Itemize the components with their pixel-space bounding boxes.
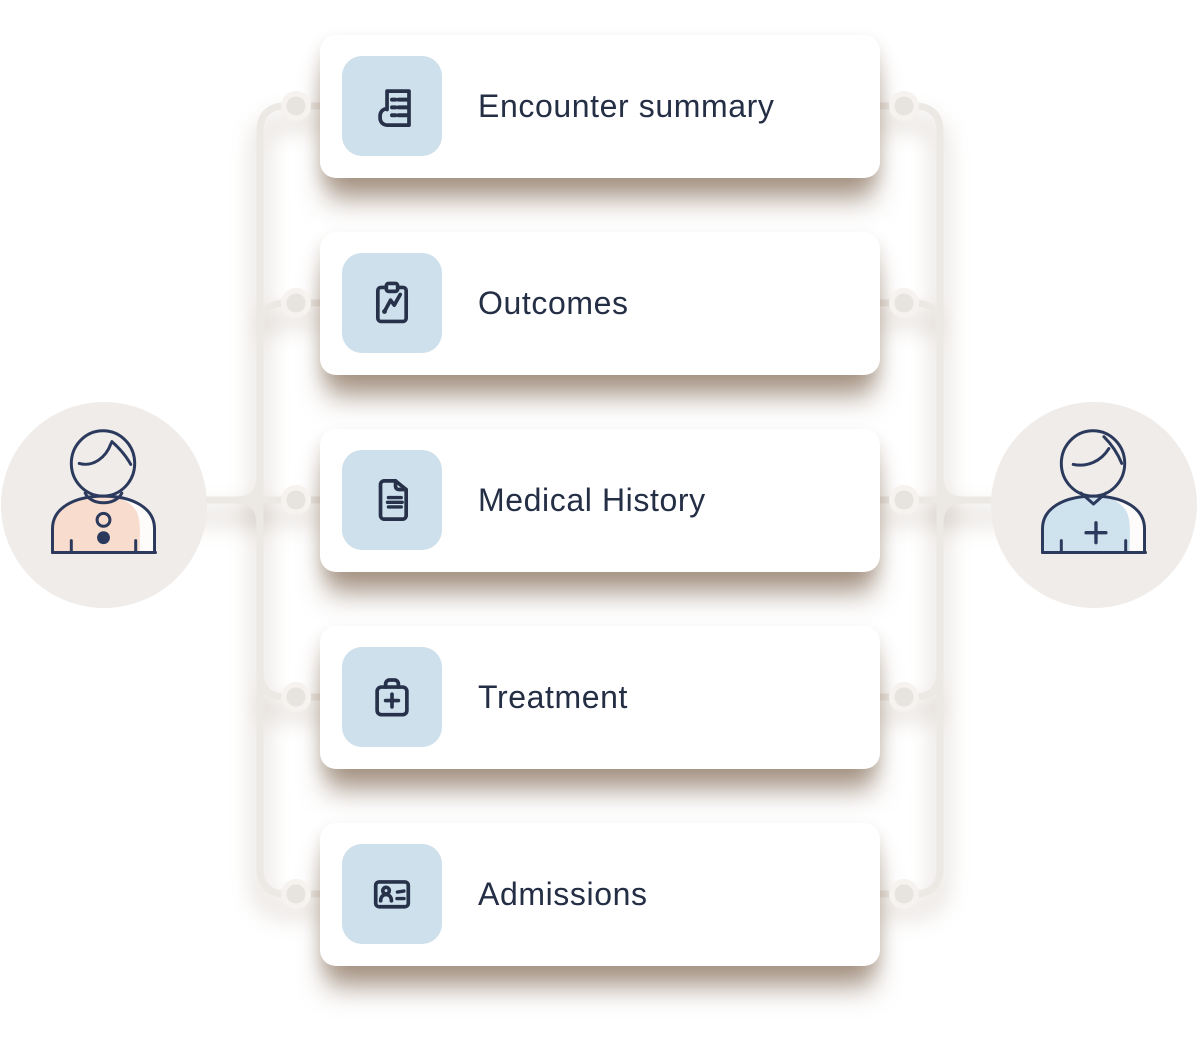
patient-avatar [0,401,208,609]
right-junction-down [936,496,968,528]
left-junction-up [232,472,264,504]
right-branch-outcomes [876,299,944,333]
card-encounter-summary: Encounter summary [320,35,880,178]
left-junction-down [232,496,264,528]
card-label: Admissions [478,876,648,912]
card-label: Outcomes [478,285,629,321]
clinician-avatar [990,401,1198,609]
document-lines-icon [342,450,442,550]
plus-cross-icon [1084,521,1108,545]
medical-bag-plus-icon [342,647,442,747]
card-medical-history: Medical History [320,429,880,572]
card-treatment: Treatment [320,626,880,769]
clipboard-chart-icon [342,253,442,353]
scroll-list-icon [342,56,442,156]
card-label: Medical History [478,482,706,518]
card-label: Encounter summary [478,88,775,124]
right-branch-treatment [876,667,944,701]
right-junction-up [936,472,968,504]
left-branch-outcomes [256,299,324,333]
card-outcomes: Outcomes [320,232,880,375]
card-label: Treatment [478,679,629,715]
clinician-hair [1071,447,1111,467]
card-admissions: Admissions [320,823,880,966]
patient-pendant [95,511,112,528]
clinician-scrub [1042,496,1130,553]
patient-shirt [52,496,140,553]
left-branch-treatment [256,667,324,701]
id-card-icon [342,844,442,944]
patient-hair [77,442,113,466]
